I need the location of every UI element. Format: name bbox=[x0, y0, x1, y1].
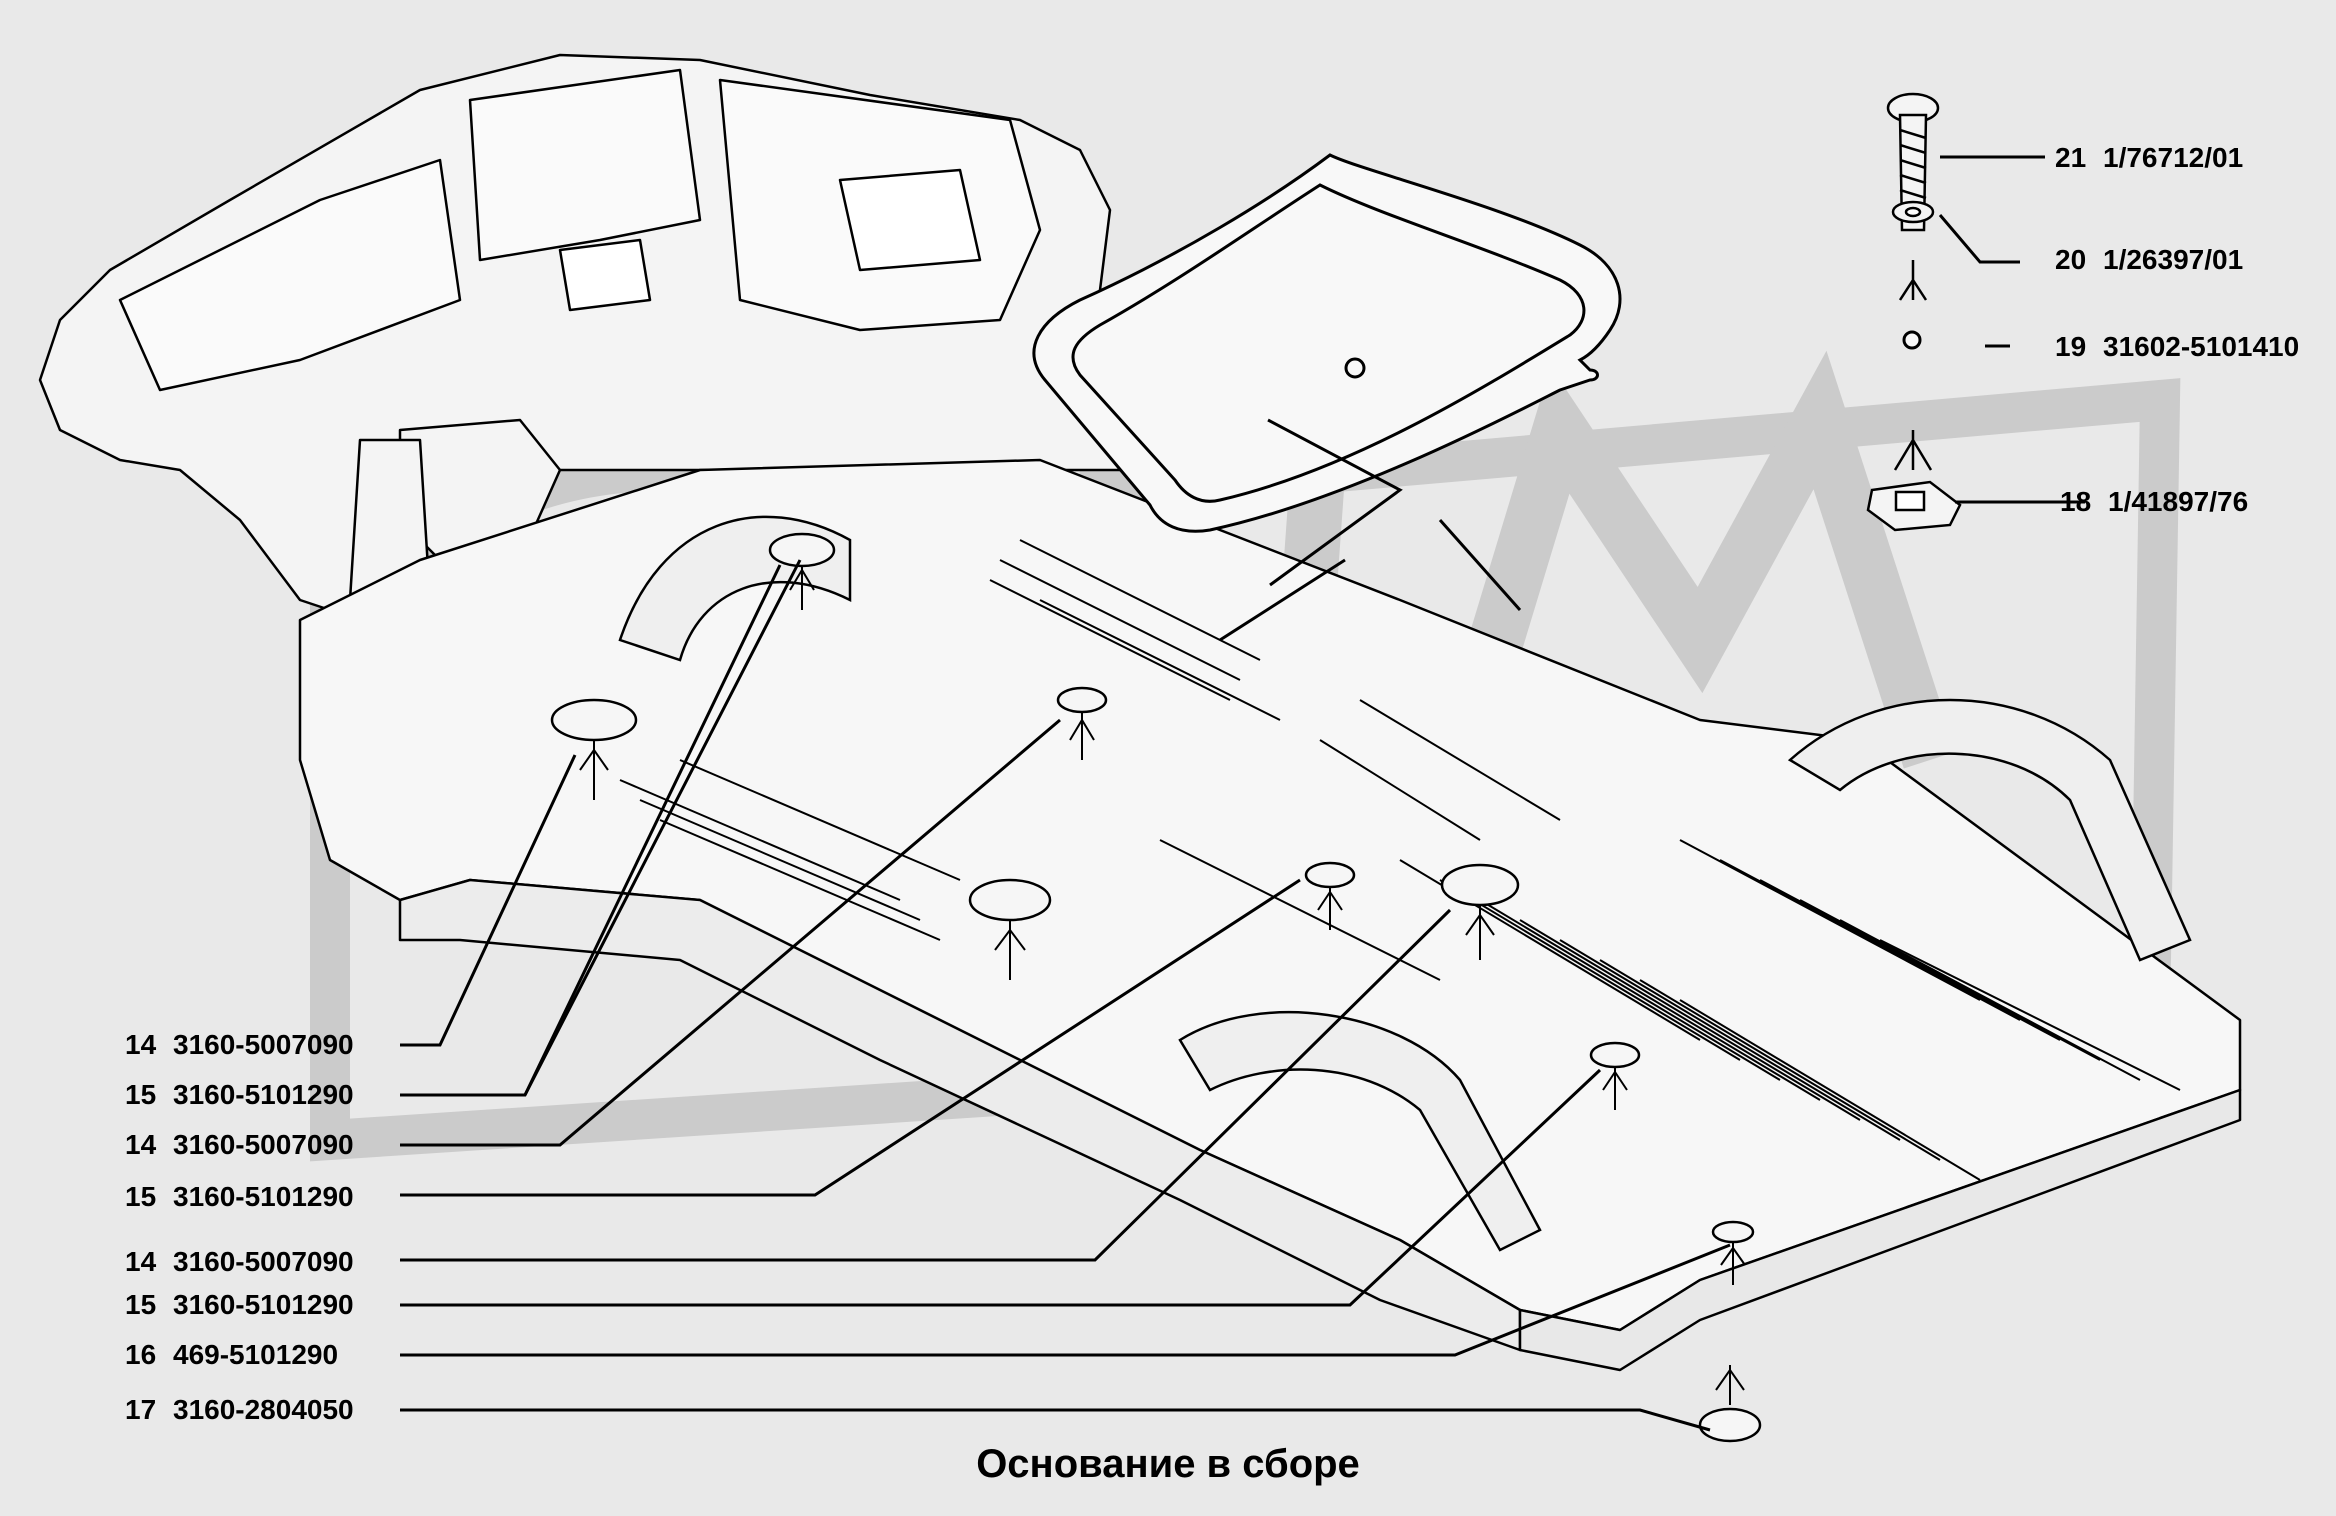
plug-icon bbox=[768, 532, 836, 568]
right-leaders bbox=[1938, 155, 2085, 504]
callout-number: 21 bbox=[2055, 142, 2087, 173]
callout-number: 20 bbox=[2055, 244, 2087, 275]
plug-icon bbox=[1711, 1220, 1755, 1244]
callout-19: 19 31602-5101410 bbox=[2055, 333, 2299, 361]
callout-14-c: 14 3160-5007090 bbox=[125, 1248, 354, 1276]
callout-number: 14 bbox=[125, 1129, 157, 1160]
plug-arrows bbox=[579, 566, 1746, 1405]
plug-icon bbox=[550, 698, 638, 742]
plug-icon bbox=[968, 878, 1052, 922]
diagram-title: Основание в сборе bbox=[976, 1442, 1360, 1486]
callout-number: 19 bbox=[2055, 331, 2087, 362]
callout-number: 15 bbox=[125, 1289, 157, 1320]
callout-part-number: 3160-5007090 bbox=[173, 1129, 354, 1160]
callout-number: 15 bbox=[125, 1079, 157, 1110]
plug-icon bbox=[1589, 1041, 1641, 1069]
callout-part-number: 31602-5101410 bbox=[2103, 331, 2300, 362]
callout-15-c: 15 3160-5101290 bbox=[125, 1291, 354, 1319]
callout-21: 21 1/76712/01 bbox=[2055, 144, 2243, 172]
callout-14-a: 14 3160-5007090 bbox=[125, 1031, 354, 1059]
callout-part-number: 3160-5007090 bbox=[173, 1029, 354, 1060]
callout-number: 17 bbox=[125, 1394, 157, 1425]
callout-18: 18 1/41897/76 bbox=[2060, 488, 2248, 516]
floor-pan bbox=[298, 458, 2242, 1372]
plug-icon bbox=[1056, 686, 1108, 714]
callout-part-number: 469-5101290 bbox=[173, 1339, 339, 1370]
callout-part-number: 3160-5101290 bbox=[173, 1079, 354, 1110]
callout-17: 17 3160-2804050 bbox=[125, 1396, 354, 1424]
callout-part-number: 3160-2804050 bbox=[173, 1394, 354, 1425]
plug-icon bbox=[1698, 1407, 1762, 1443]
callout-15-a: 15 3160-5101290 bbox=[125, 1081, 354, 1109]
left-leaders bbox=[400, 559, 1731, 1432]
callout-part-number: 1/76712/01 bbox=[2103, 142, 2244, 173]
callout-part-number: 3160-5101290 bbox=[173, 1289, 354, 1320]
plug-icon bbox=[1304, 861, 1356, 889]
callout-15-b: 15 3160-5101290 bbox=[125, 1183, 354, 1211]
body-front-structure bbox=[38, 53, 1122, 632]
hatch-cover bbox=[1032, 153, 1922, 533]
callout-number: 14 bbox=[125, 1246, 157, 1277]
callout-20: 20 1/26397/01 bbox=[2055, 246, 2243, 274]
callout-number: 15 bbox=[125, 1181, 157, 1212]
callout-part-number: 3160-5101290 bbox=[173, 1181, 354, 1212]
callout-part-number: 3160-5007090 bbox=[173, 1246, 354, 1277]
callout-number: 14 bbox=[125, 1029, 157, 1060]
plug-icon bbox=[1440, 863, 1520, 907]
fastener-stack bbox=[1866, 92, 1962, 532]
callout-number: 16 bbox=[125, 1339, 157, 1370]
plugs bbox=[550, 532, 1762, 1443]
callout-16: 16 469-5101290 bbox=[125, 1341, 338, 1369]
callout-part-number: 1/41897/76 bbox=[2108, 486, 2249, 517]
floor-ribs bbox=[619, 539, 2181, 1181]
callout-part-number: 1/26397/01 bbox=[2103, 244, 2244, 275]
callout-14-b: 14 3160-5007090 bbox=[125, 1131, 354, 1159]
callout-number: 18 bbox=[2060, 486, 2092, 517]
hatch-cover-leader bbox=[1219, 418, 1522, 642]
